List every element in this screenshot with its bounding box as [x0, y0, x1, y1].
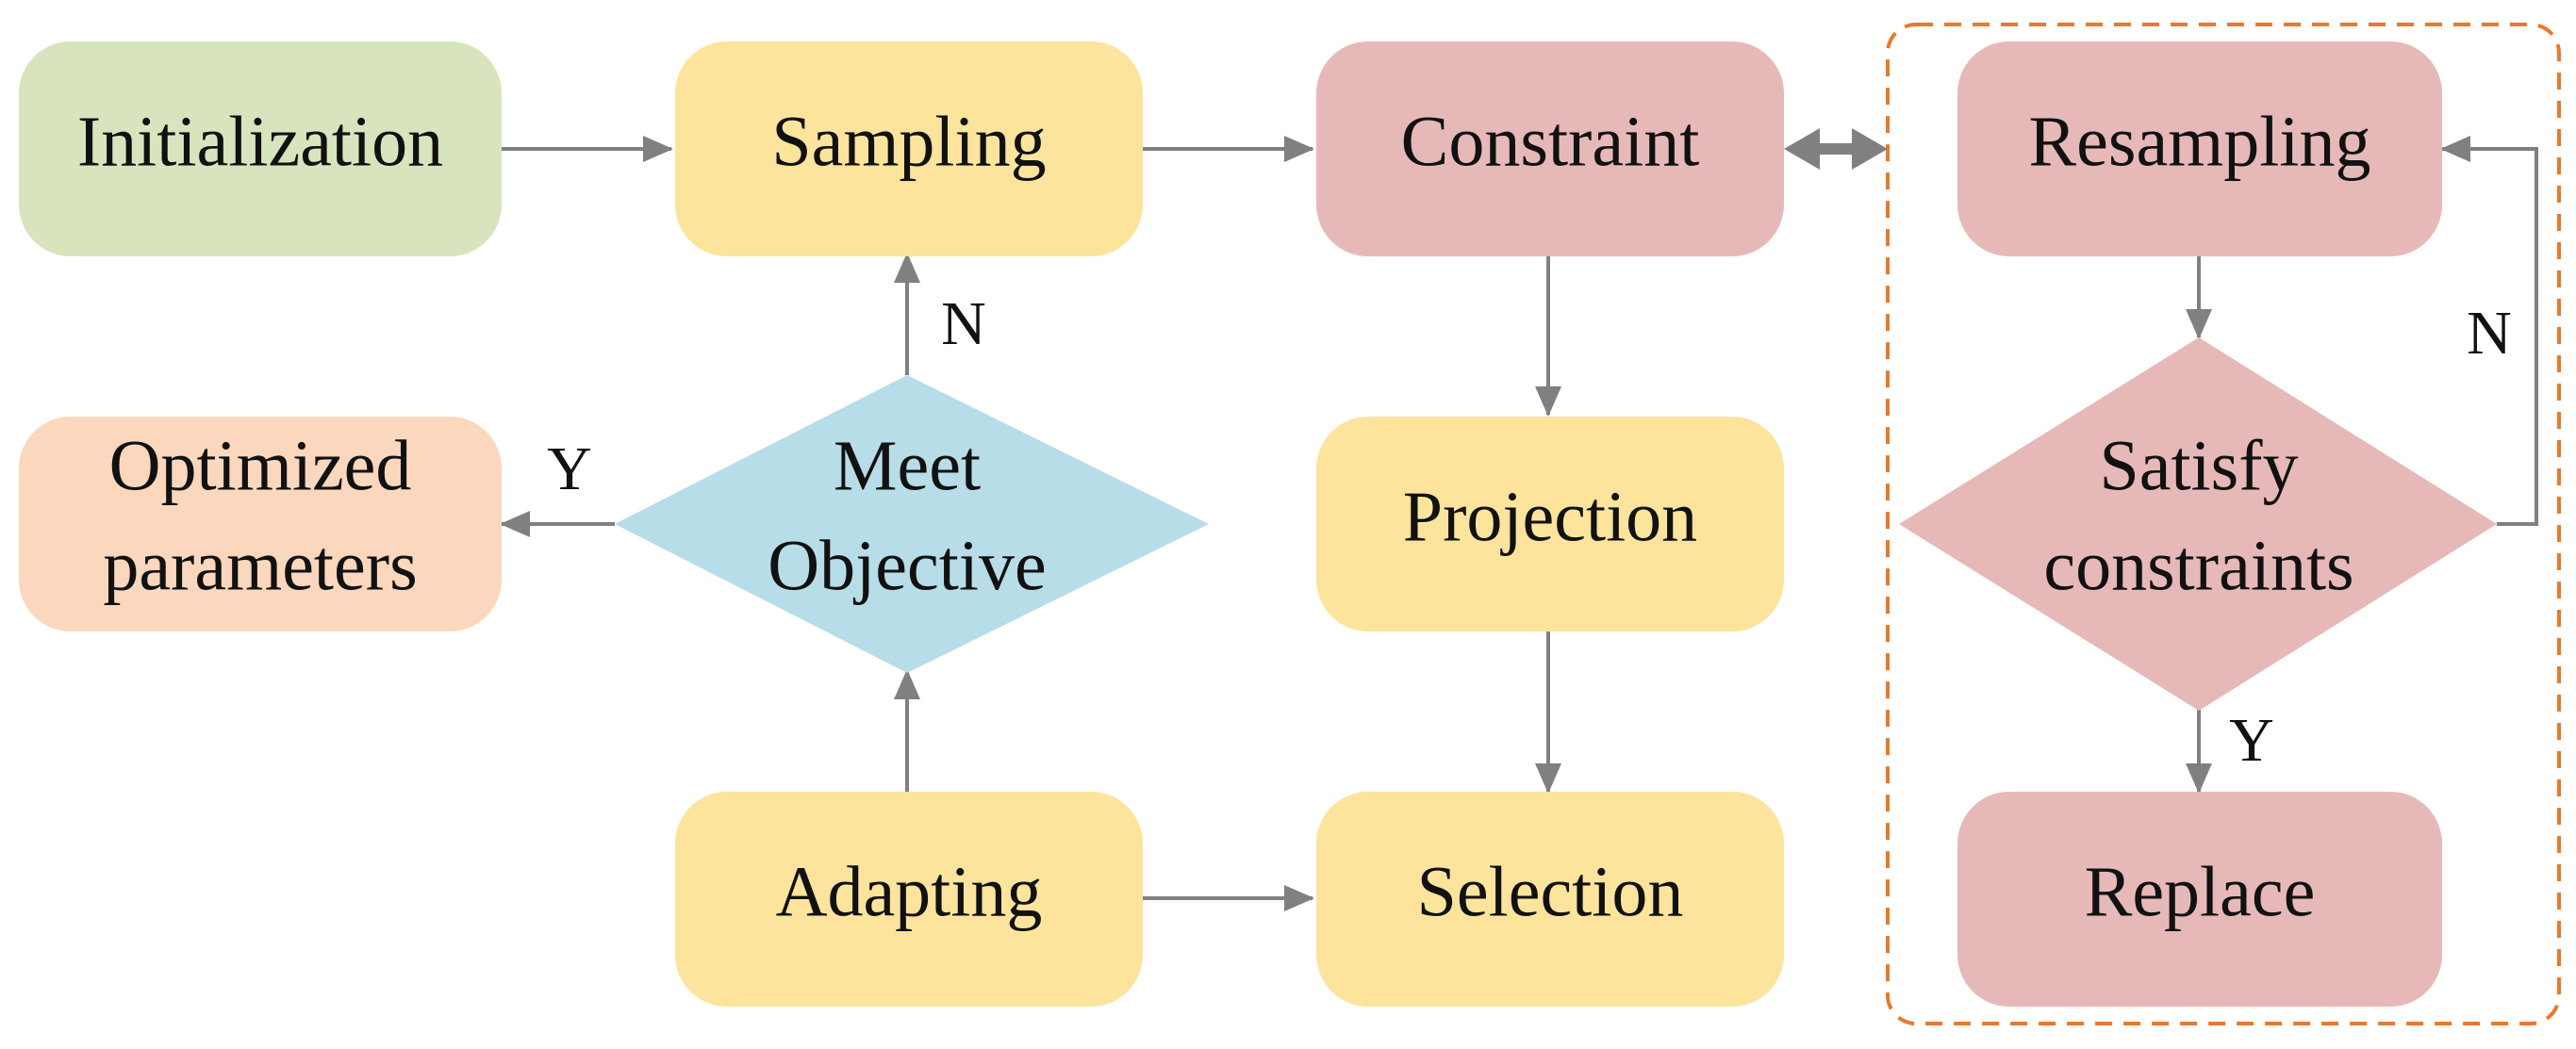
- selection-label: Selection: [1417, 852, 1684, 931]
- optimized-label-line1: Optimized: [109, 426, 412, 505]
- projection-label: Projection: [1403, 477, 1697, 556]
- meet-label-line2: Objective: [768, 526, 1046, 605]
- satisfy-label-line2: constraints: [2043, 526, 2353, 605]
- meet-objective-diamond: [615, 375, 1209, 673]
- satisfy-yes-label: Y: [2229, 706, 2274, 775]
- satisfy-no-label: N: [2467, 299, 2512, 368]
- sampling-node: [675, 41, 1143, 256]
- resampling-label: Resampling: [2028, 102, 2370, 181]
- replace-node: [1957, 792, 2442, 1007]
- meet-label-line1: Meet: [834, 426, 981, 505]
- sampling-label: Sampling: [771, 102, 1046, 181]
- satisfy-constraints-diamond: [1899, 337, 2497, 711]
- constraint-node: [1316, 41, 1784, 256]
- resampling-node: [1957, 41, 2442, 256]
- projection-node: [1316, 417, 1784, 631]
- meet-yes-label: Y: [547, 434, 592, 503]
- initialization-node: [19, 41, 502, 256]
- resampling-group-border: [1886, 23, 2561, 1025]
- adapting-node: [675, 792, 1143, 1007]
- constraint-label: Constraint: [1401, 102, 1700, 181]
- meet-no-label: N: [941, 289, 986, 358]
- initialization-label: Initialization: [77, 102, 443, 181]
- double-arrow-constraint-group: [1784, 128, 1888, 170]
- arrow-satisfy-loop-to-resampling: [2440, 136, 2538, 526]
- selection-node: [1316, 792, 1784, 1007]
- adapting-label: Adapting: [776, 852, 1043, 931]
- replace-label: Replace: [2085, 852, 2316, 931]
- satisfy-label-line1: Satisfy: [2099, 426, 2298, 505]
- optimized-label-line2: parameters: [103, 526, 417, 605]
- optimized-parameters-node: [19, 417, 502, 631]
